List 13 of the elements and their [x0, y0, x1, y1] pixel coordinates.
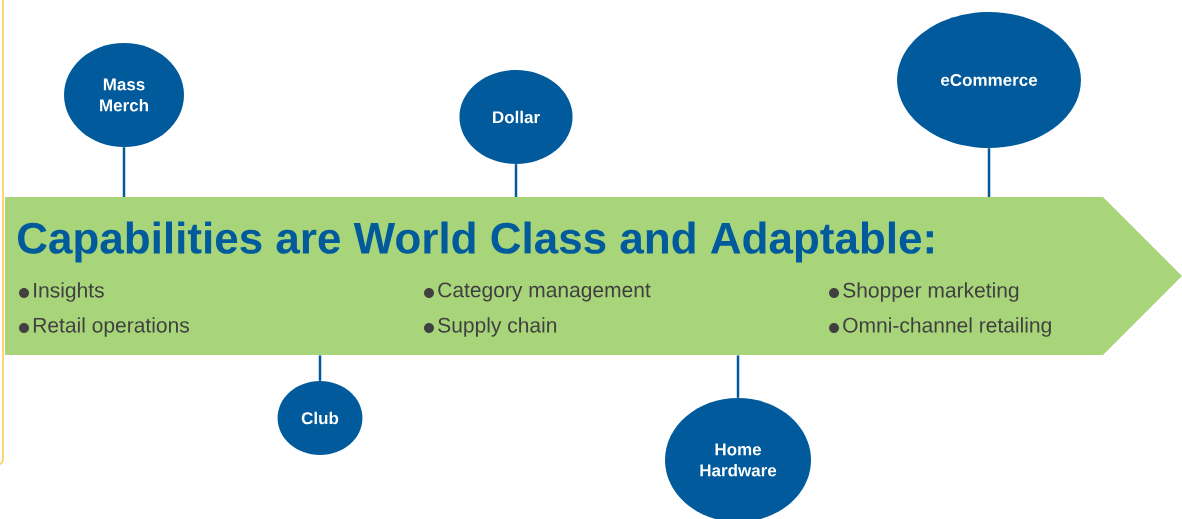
bullet-item: Supply chain: [424, 317, 557, 337]
bullet-item: Insights: [19, 282, 104, 302]
connector-line: [514, 164, 518, 197]
bullet-item: Omni-channel retailing: [829, 317, 1051, 337]
arrow-band: [5, 197, 1182, 355]
bullet-item: Shopper marketing: [829, 282, 1019, 302]
bullet-item: Category management: [424, 282, 651, 302]
connector-line: [987, 148, 991, 197]
bullet-item: Retail operations: [19, 317, 189, 337]
band-title: Capabilities are World Class and Adaptable:: [18, 221, 933, 263]
connector-line: [318, 355, 322, 381]
connector-line: [122, 147, 126, 197]
connector-line: [736, 355, 740, 398]
